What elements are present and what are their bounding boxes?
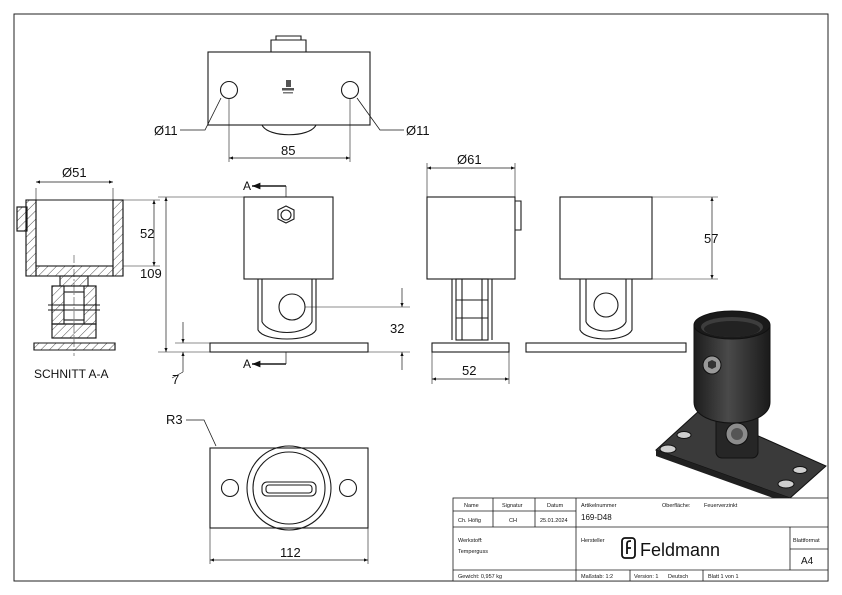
dim-plate-thickness: 7 <box>172 372 179 387</box>
front-view <box>158 182 410 379</box>
dim-side-width: 52 <box>462 363 476 378</box>
tb-oberflaeche-label: Oberfläche: <box>662 503 691 509</box>
tb-header-datum: Datum <box>547 503 564 509</box>
tb-header-signatur: Signatur <box>502 503 523 509</box>
dim-front-height: 109 <box>140 266 162 281</box>
tb-massstab: Maßstab: 1:2 <box>581 574 613 580</box>
dim-hole-left: Ø11 <box>154 123 178 138</box>
tb-version: Version: 1 <box>634 574 658 580</box>
tb-hersteller-label: Hersteller <box>581 538 605 544</box>
top-view <box>180 35 404 162</box>
bottom-view <box>186 419 369 564</box>
dim-plate-length: 112 <box>280 545 301 560</box>
right-view <box>525 196 718 353</box>
tb-gewicht: Gewicht: 0,957 kg <box>458 574 502 580</box>
tb-werkstoff-label: Werkstoff: <box>458 538 483 544</box>
feldmann-logo-icon <box>621 537 636 559</box>
dim-hole-right: Ø11 <box>406 123 430 138</box>
tb-blattformat-label: Blattformat <box>793 538 820 544</box>
dim-radius: R3 <box>166 412 183 427</box>
title-block <box>452 497 829 582</box>
dim-side-dia: Ø61 <box>457 152 482 167</box>
tb-oberflaeche: Feuerverzinkt <box>704 503 738 509</box>
side-view <box>426 163 522 384</box>
dim-section-height: 52 <box>140 226 154 241</box>
sheet-frame <box>13 13 829 582</box>
tb-signatur: CH <box>509 518 517 524</box>
tb-werkstoff: Temperguss <box>458 549 488 555</box>
tb-artikelnummer: 169-D48 <box>581 513 612 522</box>
tb-datum: 25.01.2024 <box>540 518 568 524</box>
section-view <box>16 180 160 356</box>
tb-sprache: Deutsch <box>668 574 688 580</box>
section-title: SCHNITT A-A <box>34 367 108 381</box>
tb-blattformat: A4 <box>801 556 814 567</box>
section-marker-top: A <box>243 179 251 193</box>
tb-brand: Feldmann <box>640 540 720 560</box>
tb-name: Ch. Höfig <box>458 518 481 524</box>
dim-hole-spacing: 85 <box>281 143 295 158</box>
tb-blatt: Blatt 1 von 1 <box>708 574 739 580</box>
dim-right-height: 57 <box>704 231 718 246</box>
tb-artikelnummer-label: Artikelnummer <box>581 503 617 509</box>
dim-pivot-height: 32 <box>390 321 404 336</box>
render-3d <box>655 310 827 504</box>
dim-section-dia: Ø51 <box>62 165 87 180</box>
section-marker-bottom: A <box>243 357 251 371</box>
tb-header-name: Name <box>464 503 479 509</box>
